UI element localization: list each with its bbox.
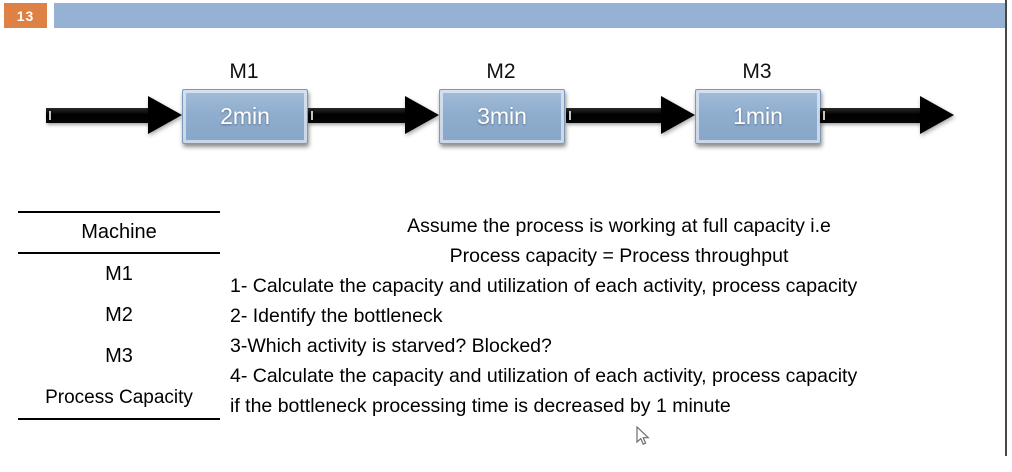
arrow-head-icon [920,96,954,134]
arrow-shaft [46,108,148,123]
arrow-gleam [569,111,571,120]
question-item-4: 4- Calculate the capacity and utilizatio… [230,365,858,387]
mouse-cursor-icon [636,426,650,446]
table-rule-bottom [18,418,220,420]
arrow-head-icon [148,96,182,134]
machine-2-box: 3min [439,89,565,144]
assumption-line-2: Process capacity = Process throughput [449,245,789,267]
table-rule-top [18,211,220,213]
machine-table: Machine M1 M2 M3 Process Capacity [18,211,220,420]
table-rule-header [18,252,220,254]
arrow-shaft [308,108,405,123]
table-row: M3 [105,345,133,367]
machine-3-label: M3 [742,60,772,83]
slide-number-badge: 13 [4,3,47,28]
question-item-4-continued: if the bottleneck processing time is dec… [230,395,731,417]
assumption-line-1: Assume the process is working at full ca… [407,215,831,237]
table-row: M1 [105,263,133,285]
question-item-1: 1- Calculate the capacity and utilizatio… [230,275,858,297]
machine-3-box: 1min [695,89,821,144]
arrow-shaft [820,108,920,123]
arrow-gleam [311,111,313,120]
arrow-head-icon [661,96,695,134]
question-item-3: 3-Which activity is starved? Blocked? [230,335,552,357]
table-row: M2 [105,304,133,326]
arrow-gleam [823,111,825,120]
machine-2-label: M2 [486,60,516,83]
arrow-head-icon [405,96,439,134]
machine-3-time: 1min [733,103,783,129]
machine-1-box: 2min [182,89,308,144]
question-text-block: Assume the process is working at full ca… [230,211,1008,421]
machine-2-time: 3min [477,103,527,129]
table-header-machine: Machine [81,221,157,243]
slide-right-edge [1005,0,1007,456]
arrow-shaft [566,108,661,123]
arrow-gleam [49,111,51,120]
question-item-2: 2- Identify the bottleneck [230,305,443,327]
slide-number: 13 [16,7,35,24]
header-accent-bar [54,3,1005,28]
machine-1-time: 2min [220,103,270,129]
table-row: Process Capacity [45,386,193,408]
machine-1-label: M1 [229,60,259,83]
